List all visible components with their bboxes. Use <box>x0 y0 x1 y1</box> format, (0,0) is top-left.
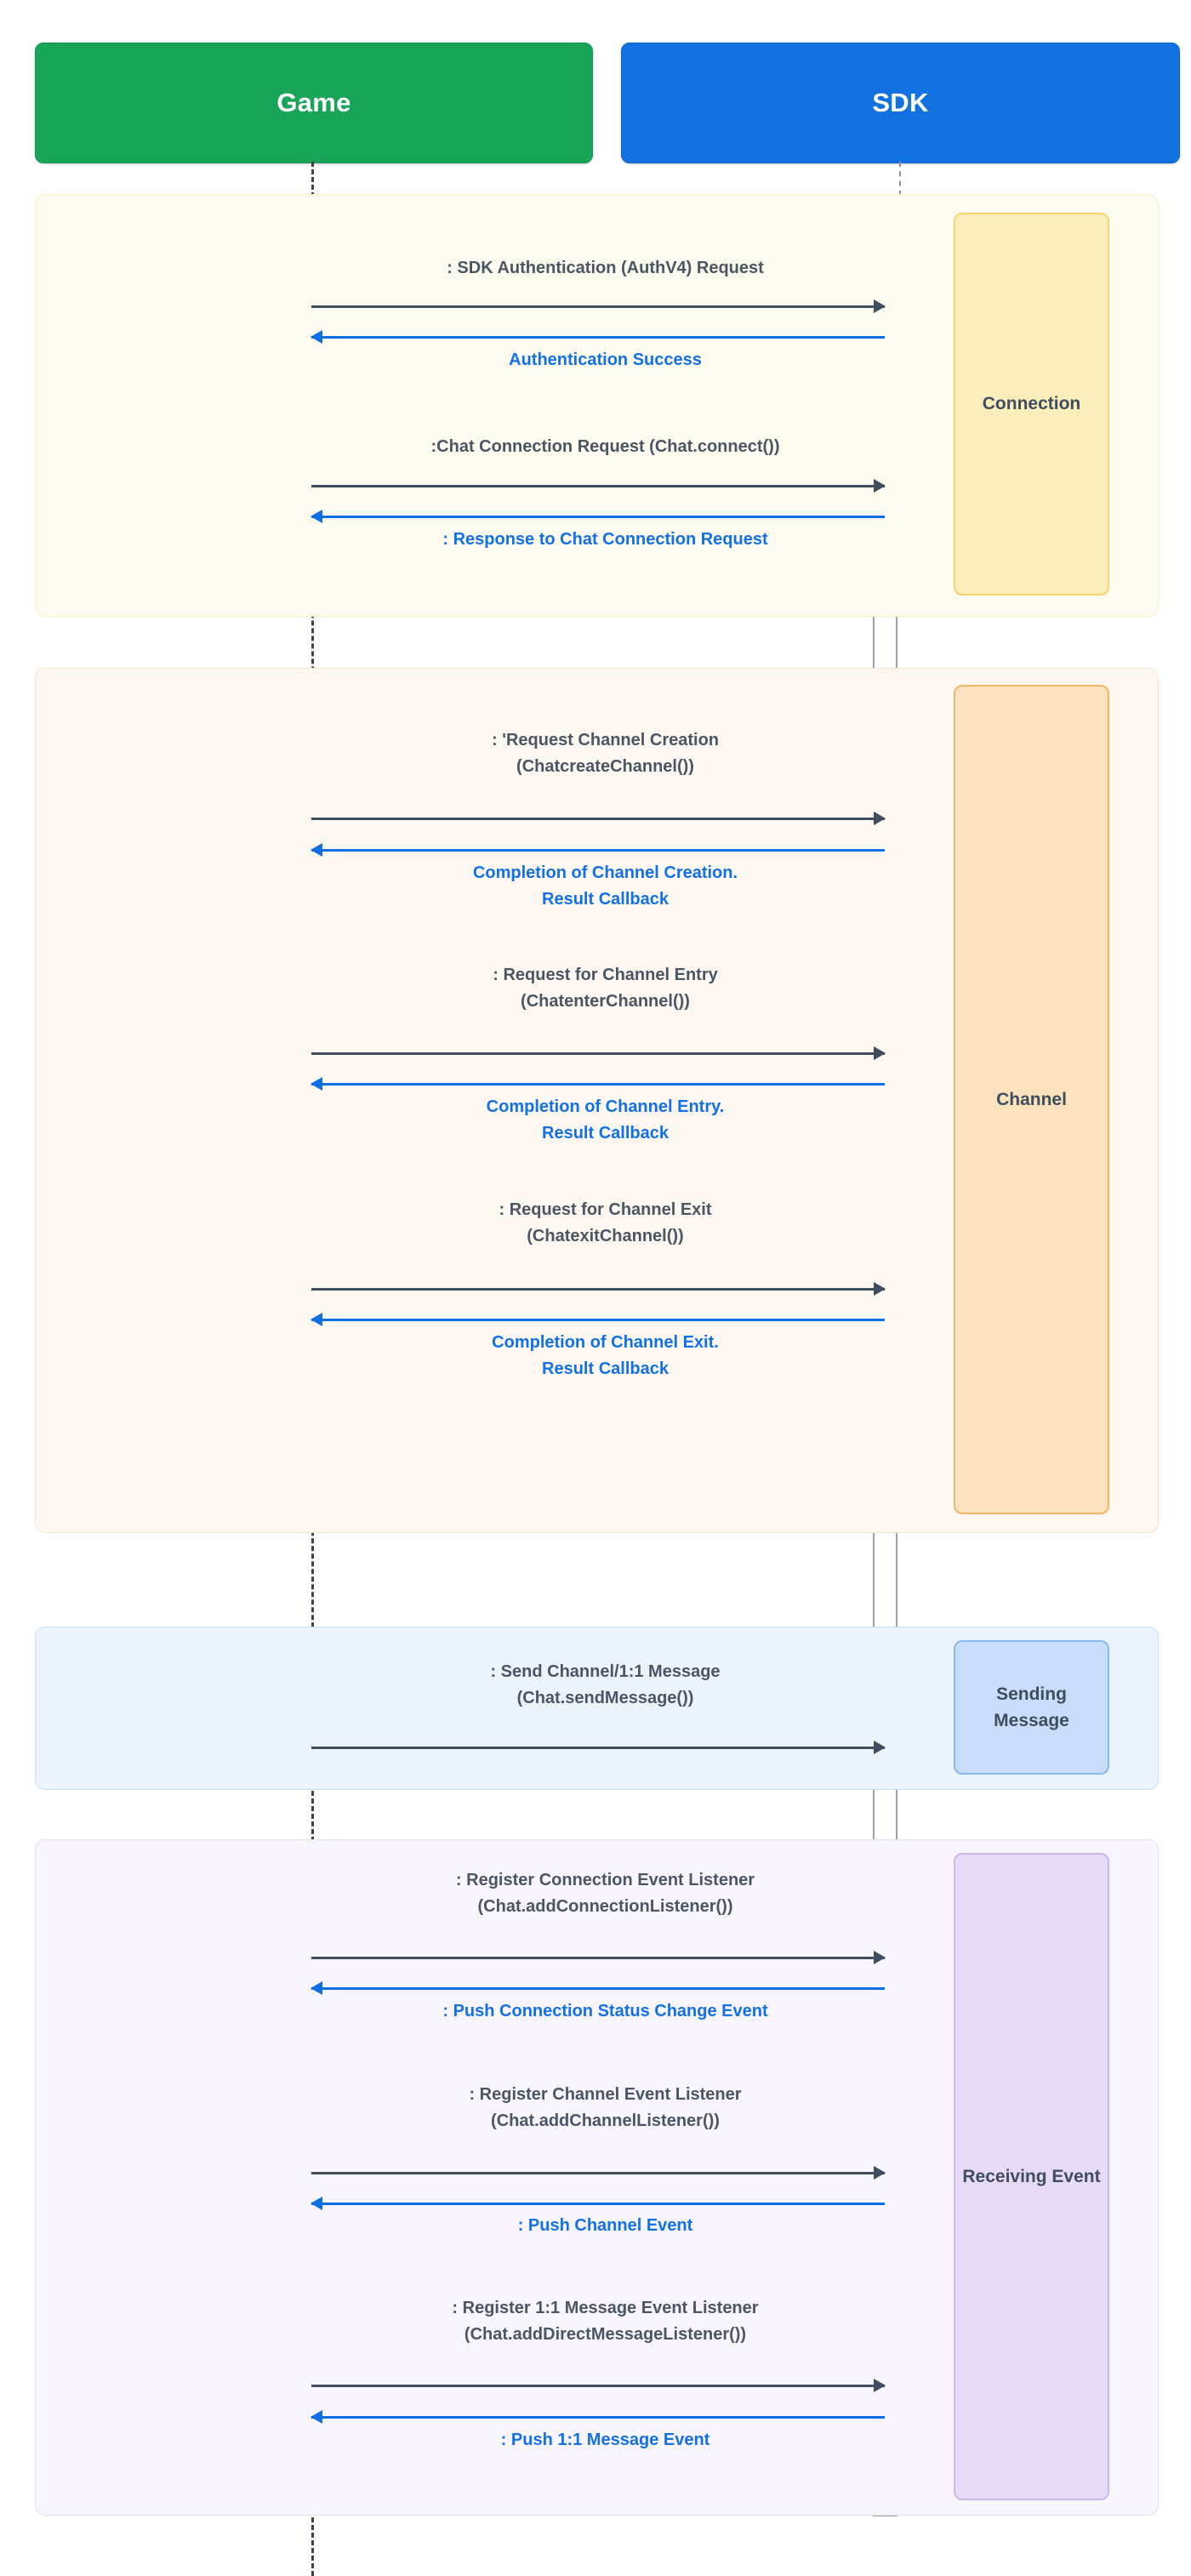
arrow-head-right <box>874 812 886 825</box>
arrow-shaft <box>311 2172 885 2174</box>
arrow-shaft <box>311 305 885 308</box>
arrow-head-left <box>311 843 322 857</box>
arrow-head-right <box>874 1741 886 1754</box>
arrow-head-right <box>874 1951 886 1964</box>
message-label-sdk-auth-request: : SDK Authentication (AuthV4) Request <box>447 259 764 277</box>
section-label-connection: Connection <box>954 213 1109 596</box>
message-label-push-channel-event: : Push Channel Event <box>517 2216 693 2235</box>
section-label-connection-text: Connection <box>982 394 1081 414</box>
actor-sdk[interactable]: SDK <box>621 43 1180 163</box>
message-label-request-channel-creation: : 'Request Channel Creation (ChatcreateC… <box>491 731 719 776</box>
message-label-chat-connection-request: :Chat Connection Request (Chat.connect()… <box>430 437 780 456</box>
message-label-completion-channel-entry: Completion of Channel Entry. Result Call… <box>486 1097 725 1143</box>
message-label-request-channel-entry: : Request for Channel Entry (ChatenterCh… <box>493 966 718 1011</box>
arrow-head-left <box>311 510 322 523</box>
actor-sdk-label: SDK <box>872 88 929 117</box>
arrow-shaft <box>311 1987 885 1990</box>
arrow-head-left <box>311 1077 322 1091</box>
section-label-channel: Channel <box>954 685 1109 1514</box>
arrow-shaft <box>311 2385 885 2387</box>
message-label-register-channel-listener: : Register Channel Event Listener (Chat.… <box>469 2085 742 2130</box>
arrow-head-right <box>874 1282 886 1296</box>
arrow-shaft <box>311 516 885 518</box>
arrow-head-right <box>874 299 886 313</box>
section-label-channel-text: Channel <box>996 1089 1067 1109</box>
actor-game[interactable]: Game <box>35 43 593 163</box>
section-label-receiving-event-text: Receiving Event <box>962 2166 1101 2186</box>
message-label-chat-connection-response: : Response to Chat Connection Request <box>442 530 768 549</box>
section-label-sending-message: Sending Message <box>954 1640 1109 1775</box>
arrow-shaft <box>311 1957 885 1959</box>
message-label-push-direct-message-event: : Push 1:1 Message Event <box>500 2431 710 2449</box>
arrow-shaft <box>311 849 885 852</box>
message-label-register-direct-message-listener: : Register 1:1 Message Event Listener (C… <box>452 2299 759 2344</box>
lifeline-sdk <box>899 162 901 196</box>
arrow-head-right <box>874 2166 886 2180</box>
message-label-authentication-success: Authentication Success <box>509 350 702 369</box>
arrow-head-right <box>874 1046 886 1060</box>
message-label-register-connection-listener: : Register Connection Event Listener (Ch… <box>455 1871 755 1916</box>
arrow-head-right <box>874 479 886 493</box>
arrow-shaft <box>311 1052 885 1055</box>
message-label-send-message: : Send Channel/1:1 Message (Chat.sendMes… <box>490 1662 721 1707</box>
arrow-head-left <box>311 330 322 344</box>
arrow-shaft <box>311 336 885 339</box>
arrow-shaft <box>311 2416 885 2419</box>
message-label-completion-channel-creation: Completion of Channel Creation. Result C… <box>472 863 738 909</box>
arrow-shaft <box>311 1288 885 1291</box>
message-label-push-connection-status-change: : Push Connection Status Change Event <box>442 2002 768 2020</box>
arrow-head-left <box>311 2197 322 2210</box>
arrow-shaft <box>311 1747 885 1749</box>
arrow-head-left <box>311 1981 322 1995</box>
arrow-shaft <box>311 818 885 820</box>
section-label-receiving-event: Receiving Event <box>954 1853 1109 2500</box>
message-label-request-channel-exit: : Request for Channel Exit (ChatexitChan… <box>499 1200 712 1245</box>
arrow-head-left <box>311 1313 322 1326</box>
arrow-shaft <box>311 1083 885 1086</box>
arrow-shaft <box>311 2203 885 2205</box>
arrow-head-right <box>874 2379 886 2392</box>
arrow-shaft <box>311 1319 885 1321</box>
actor-game-label: Game <box>276 88 351 117</box>
message-label-completion-channel-exit: Completion of Channel Exit. Result Callb… <box>492 1333 719 1378</box>
section-label-sending-message-text: Sending Message <box>994 1684 1069 1731</box>
arrow-shaft <box>311 485 885 487</box>
arrow-head-left <box>311 2410 322 2424</box>
